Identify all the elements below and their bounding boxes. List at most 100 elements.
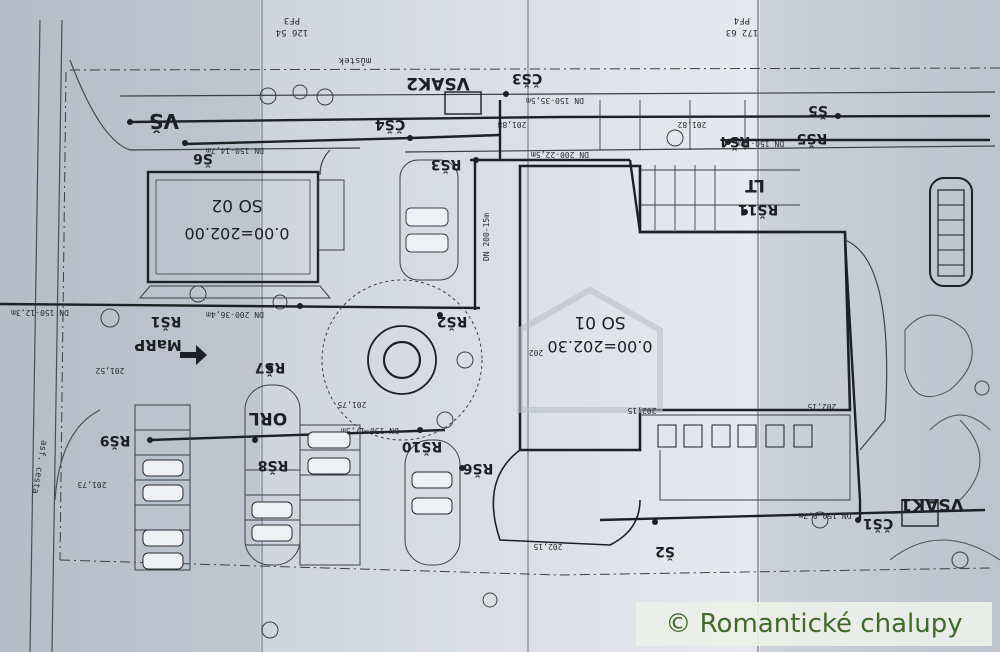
parked-car <box>142 552 184 570</box>
tree-icon <box>292 84 308 100</box>
pipe-note: DN 150-12,3m <box>11 308 69 317</box>
pipe-note: DN 150-35,5m <box>526 96 584 105</box>
parked-car <box>251 524 293 542</box>
label-rs1: RŠ1 <box>151 313 182 331</box>
label-cs4: ČŠ4 <box>375 116 406 134</box>
paper-shadow-right <box>760 0 1000 652</box>
tree-icon <box>666 129 684 147</box>
level-mark: 201,82 <box>677 120 706 129</box>
label-pf3: PF3 <box>284 15 300 25</box>
tree-icon <box>974 380 990 396</box>
building-so01-outline <box>518 164 852 452</box>
label-cs1: ČŠ1 <box>863 515 893 533</box>
unit-grid <box>657 424 813 448</box>
parked-car <box>251 501 293 519</box>
tree-icon <box>100 308 120 328</box>
vsak1-tank <box>901 499 939 527</box>
parked-car <box>142 459 184 477</box>
so02-annex <box>317 179 345 251</box>
sewer-lines <box>0 100 991 522</box>
so01-south-wing <box>640 414 851 501</box>
level-mark: 202,15 <box>807 402 836 411</box>
pipe-note: DN 150-10m <box>736 139 784 148</box>
vsak-structure <box>929 177 973 287</box>
level-mark: 202 <box>529 348 544 357</box>
level-mark: 201,52 <box>95 366 124 375</box>
label-pf4-code: 172 63 <box>726 27 759 37</box>
label-rs4: RŠ4 <box>719 133 750 151</box>
plot-boundary <box>59 67 1000 576</box>
parked-car <box>411 497 453 515</box>
label-rs11: RŠ11 <box>738 201 778 219</box>
label-vs: VŠ <box>149 109 179 133</box>
parked-car <box>142 529 184 547</box>
trees <box>100 84 990 639</box>
tree-icon <box>482 592 498 608</box>
parked-car <box>411 471 453 489</box>
parking-area-lower <box>134 384 461 571</box>
label-vsak2: VSAK2 <box>406 73 470 93</box>
top-access-road <box>119 91 996 176</box>
parked-car <box>307 457 351 475</box>
level-mark: 201,88 <box>497 120 526 129</box>
pipe-note: DN 200-22,5m <box>531 150 589 159</box>
label-mustek: můstek <box>338 55 371 66</box>
left-road <box>29 19 131 652</box>
inspection-chambers <box>127 91 861 525</box>
level-mark: 201,75 <box>337 400 366 409</box>
so01-south-ramp <box>492 449 641 546</box>
tree-icon <box>272 294 288 310</box>
label-rs8: RŠ8 <box>258 457 289 475</box>
label-rs9: RŠ9 <box>100 432 131 450</box>
copyright-watermark: © Romantické chalupy <box>636 602 992 646</box>
pipe-note: DN 150-17,5m <box>341 426 399 435</box>
parked-cars-lower <box>142 431 453 570</box>
label-rs10: RŠ10 <box>402 438 443 456</box>
label-lt: LT <box>745 175 765 195</box>
roundabout <box>321 279 483 441</box>
label-orl: ORL <box>249 408 288 428</box>
paper-shadow-left <box>0 0 260 652</box>
building-so02-inner <box>155 179 311 275</box>
tree-icon <box>456 351 474 369</box>
label-marp: MaRP <box>134 336 182 354</box>
label-s2: Š2 <box>655 543 675 561</box>
label-s6: Š6 <box>193 150 213 168</box>
so02-terrace <box>138 285 332 299</box>
so01-east-curve <box>844 239 888 451</box>
label-rs2: RŠ2 <box>437 313 468 331</box>
tree-icon <box>316 88 334 106</box>
faint-house-watermark-icon <box>517 286 663 413</box>
arrow-right-icon <box>180 345 207 365</box>
parked-car <box>307 431 351 449</box>
tree-icon <box>259 87 277 105</box>
so01-name: SO 01 <box>574 312 625 332</box>
so02-name: SO 02 <box>211 195 262 215</box>
label-rs3: RŠ3 <box>431 156 462 174</box>
pipe-note: DN 200-36,4m <box>206 310 264 319</box>
tree-icon <box>951 551 969 569</box>
vsak2-tank <box>444 91 482 115</box>
pipe-note: DN 150-14,7m <box>206 146 264 155</box>
pipe-note: DN 200-15m <box>482 213 491 261</box>
level-mark: 202,15 <box>627 406 656 415</box>
level-mark: 202,15 <box>533 542 562 551</box>
label-pf3-code: 126 54 <box>276 27 309 37</box>
tree-icon <box>811 511 829 529</box>
drainage-grid <box>599 100 800 230</box>
tree-icon <box>436 411 454 429</box>
label-vsak1: VSAK1 <box>900 494 964 514</box>
label-rs7: RŠ7 <box>255 359 286 377</box>
tree-icon <box>261 621 279 639</box>
label-pf4: PF4 <box>734 15 750 25</box>
so02-level: 0.00=202.00 <box>184 224 289 243</box>
tree-icon <box>189 285 207 303</box>
label-rs6: RŠ6 <box>463 460 494 478</box>
pipe-note: DN 150-0,7m <box>798 511 851 520</box>
so01-level: 0.00=202.30 <box>547 337 652 356</box>
label-rs5: RŠ5 <box>797 130 828 148</box>
level-mark: 201,73 <box>77 480 106 489</box>
parking-strip-upper <box>399 159 459 281</box>
